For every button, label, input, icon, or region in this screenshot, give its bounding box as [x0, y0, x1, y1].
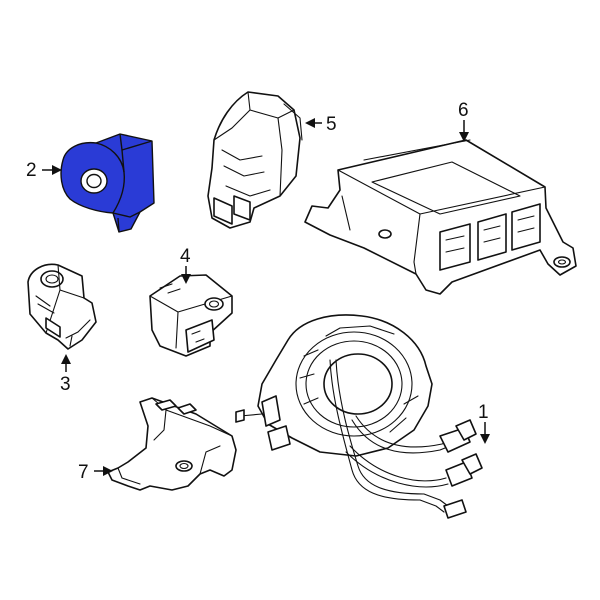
part-6-control-unit[interactable]: [304, 139, 577, 295]
callout-6-arrowhead: [459, 132, 469, 142]
part-4-sensor-module[interactable]: [149, 274, 233, 357]
callout-3-number: 3: [60, 374, 71, 395]
callout-7: 7: [78, 462, 113, 483]
callout-2-number: 2: [26, 160, 37, 181]
callout-1-number: 1: [478, 402, 489, 423]
part-2-highlighted-sensor[interactable]: [60, 133, 155, 233]
callout-7-number: 7: [78, 462, 89, 483]
callout-4-arrowhead: [181, 274, 191, 284]
callout-4: 4: [180, 246, 191, 284]
callout-1-arrowhead: [480, 434, 490, 444]
part-3-sensor[interactable]: [27, 263, 97, 350]
callout-5-arrowhead: [305, 118, 315, 128]
callout-2-arrowhead: [52, 165, 62, 175]
callout-3: 3: [60, 354, 71, 395]
callout-3-arrowhead: [61, 354, 71, 364]
callout-7-arrowhead: [103, 466, 113, 476]
part-5-control-module[interactable]: [207, 91, 303, 229]
callout-6-number: 6: [458, 100, 469, 121]
callout-5-number: 5: [326, 114, 337, 135]
callout-6: 6: [458, 100, 469, 142]
callout-1: 1: [478, 402, 490, 444]
part-1-clockspring[interactable]: [235, 314, 483, 519]
callout-2: 2: [26, 160, 62, 181]
callout-4-number: 4: [180, 246, 191, 267]
callout-5: 5: [305, 114, 337, 135]
part-7-bracket[interactable]: [107, 397, 237, 491]
